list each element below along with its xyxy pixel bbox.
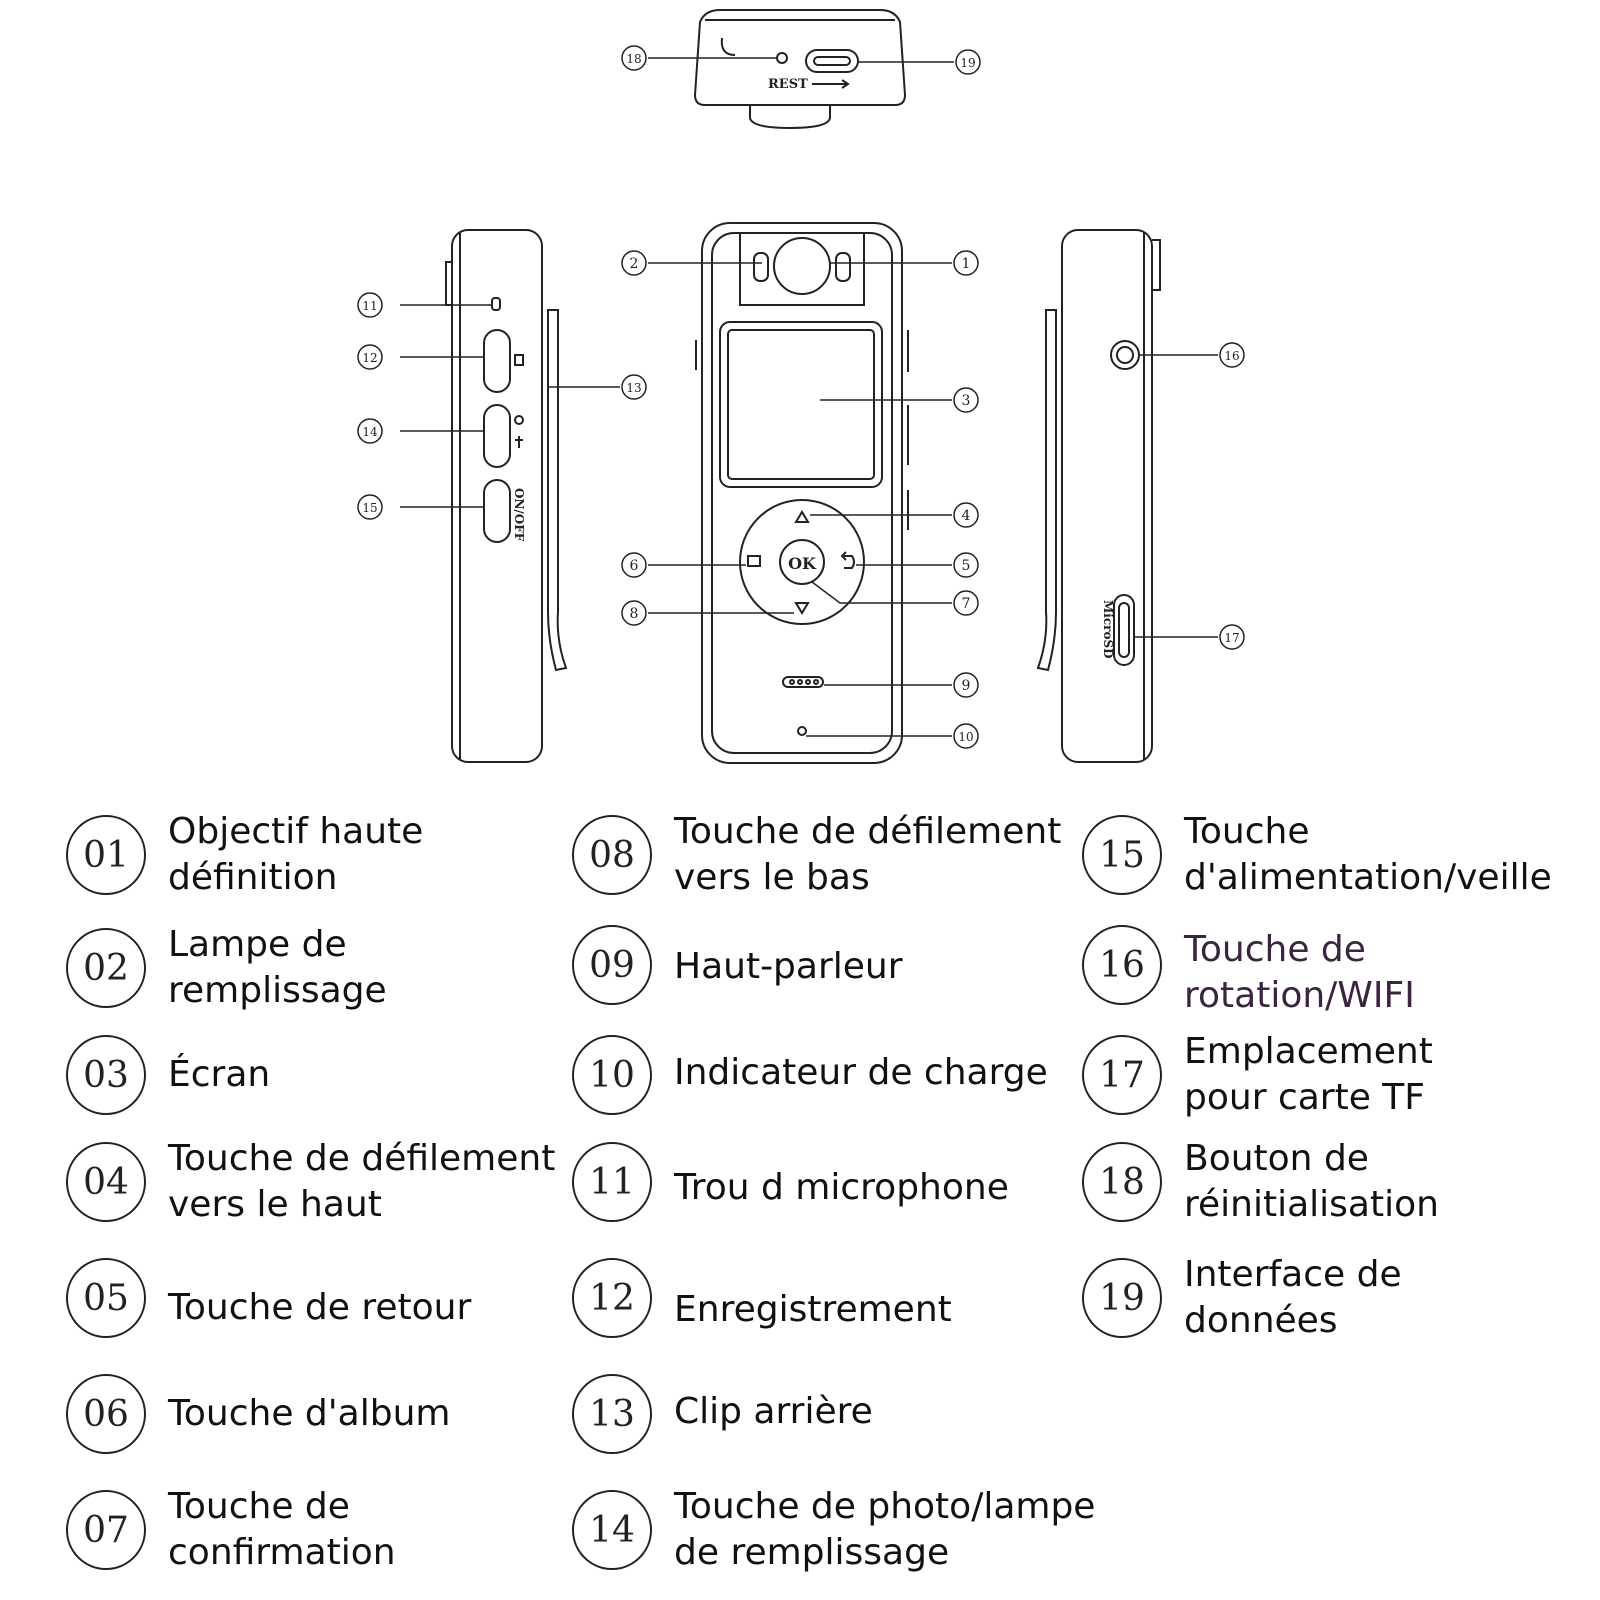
record-button	[483, 329, 511, 393]
legend-number: 17	[1082, 1035, 1162, 1115]
legend-number: 02	[66, 928, 146, 1008]
callout-15: 15	[362, 501, 377, 515]
legend-number: 10	[572, 1035, 652, 1115]
onoff-label: ON/OFF	[512, 488, 526, 542]
legend-number: 19	[1082, 1258, 1162, 1338]
screen	[719, 321, 883, 488]
callout-1: 1	[962, 256, 971, 272]
legend-number: 18	[1082, 1142, 1162, 1222]
back-arrow-icon	[840, 551, 855, 569]
speaker-grille	[782, 676, 824, 688]
legend-label: Touche de confirmation	[168, 1486, 396, 1573]
legend-label: Lampe de remplissage	[168, 924, 387, 1011]
fill-lamp-left	[753, 252, 769, 282]
top-view	[693, 9, 907, 130]
fill-lamp-right	[835, 252, 851, 282]
lens	[773, 237, 831, 295]
legend-number: 09	[572, 925, 652, 1005]
rest-label: REST	[768, 77, 808, 92]
callout-18: 18	[626, 52, 641, 66]
callout-2: 2	[630, 256, 639, 272]
legend-label: Touche de rotation/WIFI	[1184, 929, 1415, 1016]
callout-13: 13	[626, 381, 641, 395]
callout-4: 4	[962, 508, 971, 524]
legend-label: Objectif haute définition	[168, 811, 424, 898]
microsd-label: MicroSD	[1101, 600, 1115, 659]
ok-button	[779, 539, 825, 585]
legend-label: Trou d microphone	[674, 1167, 1009, 1208]
callout-10: 10	[958, 730, 973, 744]
photo-button	[483, 404, 511, 468]
legend-number: 07	[66, 1490, 146, 1570]
callout-8: 8	[630, 606, 639, 622]
device-diagram: REST OK ON/OFF MicroSD 1 2 3 4 5 6 7 8 9…	[357, 9, 1245, 764]
legend-number: 16	[1082, 925, 1162, 1005]
legend-number: 12	[572, 1258, 652, 1338]
back-clip	[547, 309, 568, 672]
legend-label: Écran	[168, 1054, 271, 1095]
legend-number: 13	[572, 1374, 652, 1454]
legend-number: 04	[66, 1142, 146, 1222]
power-button	[483, 479, 511, 543]
ok-label: OK	[788, 554, 817, 573]
callout-5: 5	[962, 558, 971, 574]
legend-label: Touche de retour	[168, 1287, 472, 1328]
reset-hole	[776, 52, 788, 64]
nav-ring	[739, 499, 865, 625]
down-arrow-icon	[794, 602, 810, 615]
legend-number: 03	[66, 1035, 146, 1115]
back-clip-right	[1036, 309, 1057, 672]
callout-9: 9	[962, 678, 971, 694]
legend-number: 14	[572, 1490, 652, 1570]
callout-17: 17	[1224, 631, 1239, 645]
legend-label: Touche d'album	[168, 1393, 451, 1434]
charge-led	[797, 726, 807, 736]
left-side-view	[445, 229, 568, 763]
legend-label: Interface de données	[1184, 1254, 1402, 1341]
legend-label: Touche de photo/lampe de remplissage	[674, 1486, 1096, 1573]
callout-12: 12	[362, 351, 377, 365]
legend-label: Enregistrement	[674, 1289, 952, 1330]
callout-7: 7	[962, 596, 971, 612]
legend-label: Touche de défilement vers le haut	[168, 1138, 556, 1225]
legend-label: Indicateur de charge	[674, 1052, 1048, 1093]
front-view	[695, 222, 909, 764]
callout-16: 16	[1224, 349, 1239, 363]
legend-number: 05	[66, 1258, 146, 1338]
legend-number: 08	[572, 815, 652, 895]
legend-number: 06	[66, 1374, 146, 1454]
callout-14: 14	[362, 425, 378, 439]
microsd-slot	[1113, 594, 1135, 666]
rotation-wifi-button	[1110, 340, 1140, 370]
legend-label: Emplacement pour carte TF	[1184, 1031, 1433, 1118]
mic-hole	[491, 297, 501, 311]
legend-number: 15	[1082, 815, 1162, 895]
callout-6: 6	[630, 558, 639, 574]
callout-11: 11	[362, 299, 377, 313]
legend-label: Clip arrière	[674, 1391, 873, 1432]
legend-label: Haut-parleur	[674, 946, 903, 987]
up-arrow-icon	[794, 510, 810, 523]
callout-19: 19	[960, 56, 975, 70]
album-icon	[747, 555, 761, 567]
usb-c-port	[805, 49, 859, 73]
legend-label: Touche de défilement vers le bas	[674, 811, 1062, 898]
callout-3: 3	[962, 393, 971, 409]
legend-number: 01	[66, 815, 146, 895]
legend-label: Touche d'alimentation/veille	[1184, 811, 1552, 898]
legend-label: Bouton de réinitialisation	[1184, 1138, 1439, 1225]
legend-number: 11	[572, 1142, 652, 1222]
right-side-view	[1036, 229, 1161, 763]
